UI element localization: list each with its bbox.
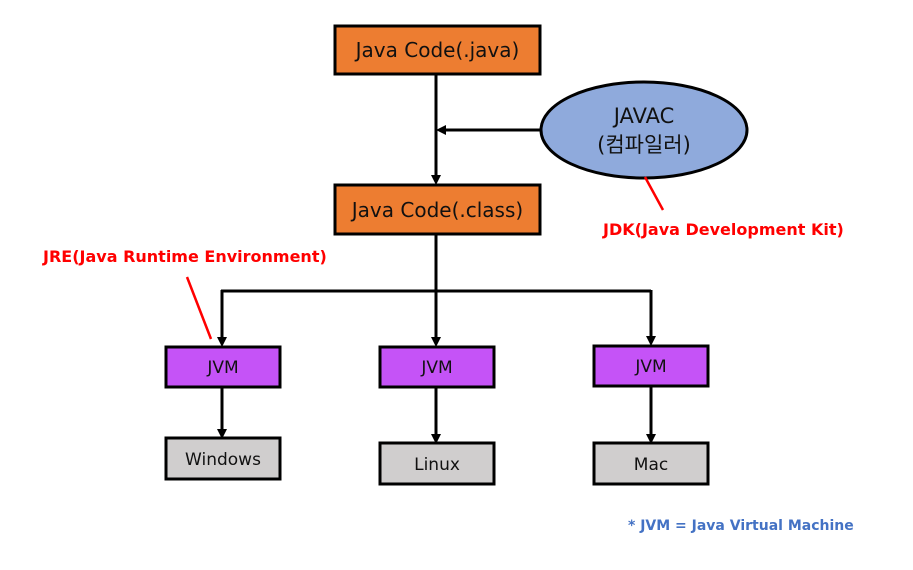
source-box (333, 24, 542, 76)
bytecode-label: Java Code(.class) (350, 198, 523, 222)
jvm-label: JVM (206, 358, 238, 378)
platform-node-mac: Mac (592, 441, 710, 486)
platform-box (164, 436, 282, 481)
compiler-node: JAVAC (컴파일러) (539, 80, 749, 180)
platform-node-windows: Windows (164, 436, 282, 481)
jvm-node-linux: JVM (378, 345, 496, 389)
jvm-node-mac: JVM (592, 344, 710, 388)
connectors (217, 74, 656, 444)
compiler-label-line1: JAVAC (612, 104, 675, 128)
compiler-ellipse (539, 80, 749, 180)
jdk-annotation: JDK(Java Development Kit) (602, 176, 844, 239)
platform-label: Mac (634, 455, 668, 475)
jvm-label: JVM (634, 357, 666, 377)
jvm-box (378, 345, 496, 389)
platform-box (592, 441, 710, 486)
jdk-pointer-line (643, 176, 665, 211)
jre-annotation: JRE(Java Runtime Environment) (42, 247, 327, 340)
source-node: Java Code(.java) (333, 24, 542, 76)
platform-label: Windows (185, 450, 261, 470)
jdk-label: JDK(Java Development Kit) (602, 220, 844, 239)
jvm-node-windows: JVM (164, 345, 282, 389)
platform-node-linux: Linux (378, 441, 496, 486)
source-label: Java Code(.java) (354, 38, 520, 62)
jre-pointer-line (185, 276, 213, 340)
jvm-box (164, 345, 282, 389)
jvm-label: JVM (420, 358, 452, 378)
platform-box (378, 441, 496, 486)
footnote: * JVM = Java Virtual Machine (628, 518, 854, 534)
platform-label: Linux (414, 455, 460, 475)
jvm-box (592, 344, 710, 388)
jre-label: JRE(Java Runtime Environment) (42, 247, 327, 266)
bytecode-node: Java Code(.class) (333, 183, 542, 236)
compiler-label-line2: (컴파일러) (597, 133, 691, 157)
bytecode-box (333, 183, 542, 236)
